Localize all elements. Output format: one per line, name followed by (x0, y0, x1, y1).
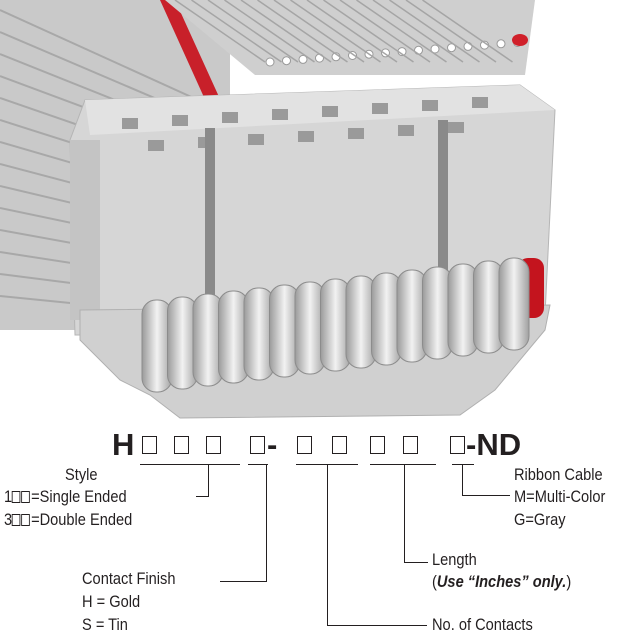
finish-leader (266, 464, 267, 582)
contact-hole (472, 97, 488, 108)
contact-hole (222, 112, 238, 123)
wire (224, 0, 315, 63)
part-prefix: H (112, 427, 135, 462)
style-leader (208, 464, 209, 497)
length-title: Length (432, 550, 477, 569)
connector-body (69, 84, 556, 419)
wire-end (298, 54, 308, 64)
contact-finish-tin: S = Tin (82, 615, 128, 634)
contact-hole (298, 131, 314, 142)
ribbon-multicolor: M=Multi-Color (514, 487, 606, 506)
contact-finish-gold: H = Gold (82, 592, 141, 611)
contact-hole (248, 134, 264, 145)
wire (0, 9, 221, 111)
ribbon-cable-top (165, 0, 535, 75)
wire (207, 0, 299, 63)
contact-hole (348, 128, 364, 139)
style-digit-box (142, 436, 157, 454)
ribbon-underline (452, 464, 474, 465)
contact-hole (122, 118, 138, 129)
wire (339, 0, 431, 63)
style-option-double: 3=Double Ended (4, 510, 133, 529)
contacts-digit-box (297, 436, 312, 454)
wire (257, 0, 348, 63)
wire (273, 0, 365, 63)
wire (372, 0, 464, 63)
style-digit-box (174, 436, 189, 454)
contacts-leader (327, 625, 427, 626)
red-stripe-wire (160, 0, 225, 115)
wire (422, 0, 513, 63)
contact-finish-title: Contact Finish (82, 569, 176, 588)
part-suffix: -ND (466, 427, 522, 462)
wire-end (430, 44, 440, 54)
style-title: Style (65, 465, 98, 484)
contact-hole (172, 115, 188, 126)
ribbon-cable-connector-illustration (0, 0, 556, 419)
length-leader (404, 464, 405, 563)
wire (356, 0, 447, 63)
wire (174, 0, 266, 63)
wire-end (282, 56, 291, 66)
length-underline (370, 464, 436, 465)
contacts-digit-box (332, 436, 347, 454)
contact-hole (322, 106, 338, 117)
length-digit-box (403, 436, 418, 454)
style-leader (196, 496, 209, 497)
contact-hole (398, 125, 414, 136)
style-digit-box (206, 436, 221, 454)
ribbon-leader (462, 495, 510, 496)
wire-end (496, 39, 506, 49)
wire-end (265, 57, 275, 67)
style-option-single: 1=Single Ended (4, 487, 127, 506)
finish-leader (220, 581, 267, 582)
contact-hole (372, 103, 388, 114)
contacts-title: No. of Contacts (432, 615, 533, 634)
length-digit-box (370, 436, 385, 454)
wire (290, 0, 381, 63)
cable-coil (498, 257, 530, 351)
contact-hole (272, 109, 288, 120)
wire (323, 0, 414, 63)
wire-end (447, 43, 456, 53)
contact-hole (448, 122, 464, 133)
length-leader (404, 562, 428, 563)
style-underline (140, 464, 240, 465)
wire (191, 0, 282, 63)
wire (240, 0, 332, 63)
ribbon-gray: G=Gray (514, 510, 566, 529)
wire (405, 0, 497, 63)
length-note: (Use “Inches” only.) (432, 572, 572, 591)
finish-digit-box (250, 436, 265, 454)
contacts-leader (327, 464, 328, 626)
contact-hole (148, 140, 164, 151)
wire (389, 0, 480, 63)
wire-end (414, 45, 423, 55)
wire (306, 0, 398, 63)
ribbon-title: Ribbon Cable (514, 465, 603, 484)
part-dash: - (267, 427, 278, 462)
contact-hole (422, 100, 438, 111)
finish-underline (248, 464, 268, 465)
ribbon-digit-box (450, 436, 465, 454)
ribbon-leader (462, 464, 463, 496)
